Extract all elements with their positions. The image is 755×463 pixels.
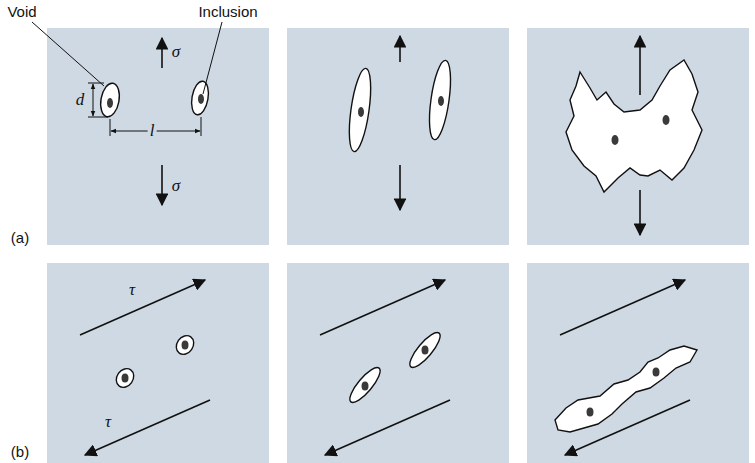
shear-symbol: τ: [105, 413, 111, 432]
void-label: Void: [7, 4, 36, 21]
panel-tag: (b): [11, 444, 29, 461]
stress-symbol: σ: [172, 43, 180, 62]
panel-tag: (a): [11, 230, 29, 247]
leader-line: [32, 22, 222, 94]
void-shape: [98, 59, 702, 432]
dimension-label: l: [148, 122, 157, 141]
panel-ground: [47, 28, 749, 463]
inclusion-label: Inclusion: [198, 4, 257, 21]
stress-symbol: σ: [172, 177, 180, 196]
inclusion-particle: [107, 94, 670, 417]
dimension-label: d: [76, 91, 85, 110]
dimension-line: [88, 83, 201, 136]
load-arrow: [80, 36, 690, 455]
shear-symbol: τ: [129, 281, 135, 300]
